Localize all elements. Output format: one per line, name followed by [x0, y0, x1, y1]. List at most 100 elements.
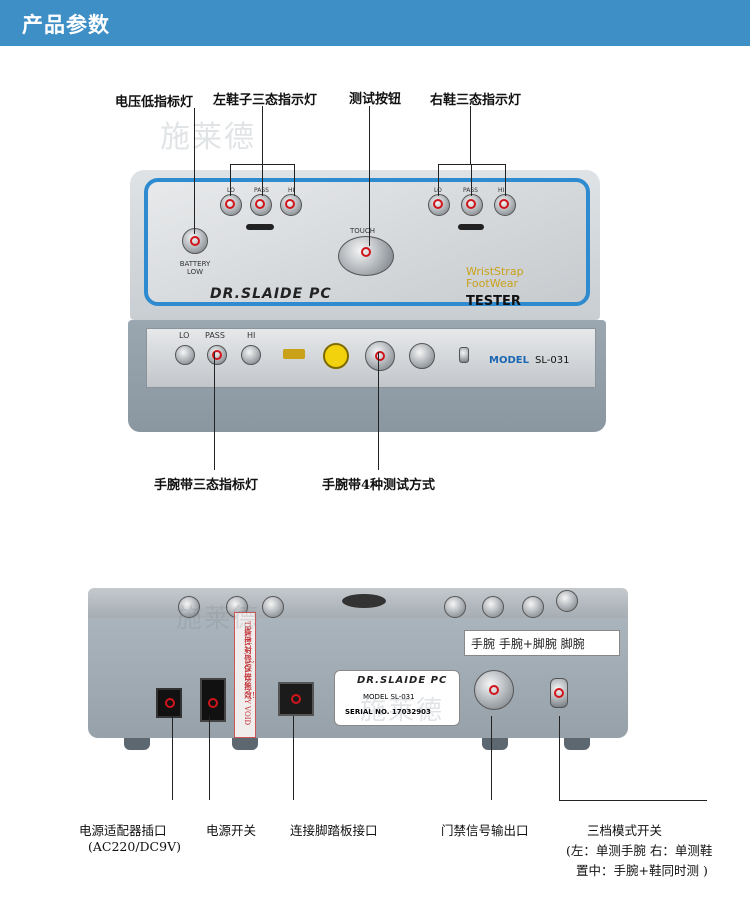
leader-line: [262, 106, 263, 164]
warranty-cn: 撕掉封條,保修無效!: [244, 628, 256, 700]
snap-connector[interactable]: [409, 343, 435, 369]
leader-line: [559, 716, 560, 801]
marker-ring: [433, 199, 443, 209]
watermark: 施莱德: [160, 120, 256, 155]
device-foot: [232, 738, 258, 750]
leader-line: [172, 716, 173, 800]
marker-ring: [361, 247, 371, 257]
warranty-seal: TEAR OFF WARRANTY VOID: [234, 612, 256, 738]
leader-line: [438, 164, 439, 196]
right-lo-text: LO: [434, 187, 442, 194]
wrist-modes-label: 手腕带4种测试方式: [322, 478, 436, 493]
touch-text: TOUCH: [350, 227, 376, 235]
brand-logo: DR.SLAIDE PC: [210, 286, 332, 302]
serial-plate: DR.SLAIDE PC MODEL SL-031 SERIAL NO. 170…: [334, 670, 460, 726]
marker-ring: [208, 698, 218, 708]
marker-ring: [466, 199, 476, 209]
front-lo-text: LO: [179, 331, 190, 340]
leader-line: [471, 164, 472, 196]
wrist-light-label: 手腕带三态指标灯: [154, 478, 259, 493]
watermark: 施莱德: [360, 696, 445, 726]
rear-panel: 手腕 手腕+脚腕 脚腕 TEAR OFF WARRANTY VOID 撕掉封條,…: [88, 612, 628, 738]
marker-ring: [190, 236, 200, 246]
rear-knob: [556, 590, 578, 612]
test-button-label: 测试按钮: [349, 92, 402, 107]
marker-ring: [255, 199, 265, 209]
marker-ring: [499, 199, 509, 209]
marker-ring: [489, 685, 499, 695]
section-title: 产品参数: [22, 13, 110, 37]
rear-knob: [262, 596, 284, 618]
wrist-connector[interactable]: [365, 341, 395, 371]
rear-knob: [482, 596, 504, 618]
leader-line: [491, 716, 492, 800]
mode-note-1: (左：单测手腕 右：单测鞋: [566, 843, 713, 858]
power-switch-label: 电源开关: [206, 823, 257, 838]
leader-line: [378, 352, 379, 470]
front-hi-text: HI: [247, 331, 256, 340]
tester-rear-view: 手腕 手腕+脚腕 脚腕 TEAR OFF WARRANTY VOID 撕掉封條,…: [88, 588, 628, 752]
banana-jack[interactable]: [323, 343, 349, 369]
rear-top: [88, 588, 628, 618]
right-shoe-light-label: 右鞋三态指示灯: [430, 93, 522, 108]
leader-line: [230, 164, 231, 196]
rear-knob: [444, 596, 466, 618]
wrist-strap-icon: [283, 349, 305, 359]
device-foot: [124, 738, 150, 750]
shoe-icon: [458, 224, 484, 230]
leader-line: [262, 164, 263, 196]
touch-button-rear: [342, 594, 386, 608]
shoe-icon: [246, 224, 274, 230]
section-header: 产品参数: [0, 0, 750, 46]
rear-serial: SERIAL NO. 17032903: [345, 708, 431, 716]
leader-line: [294, 164, 295, 196]
front-body: LO PASS HI MODEL SL-031: [128, 320, 606, 432]
wrist-hi-light: [241, 345, 261, 365]
mode-sticker: 手腕 手腕+脚腕 脚腕: [464, 630, 620, 656]
leader-line: [470, 106, 471, 164]
device-foot: [482, 738, 508, 750]
right-pass-text: PASS: [463, 187, 478, 194]
leader-line: [369, 106, 370, 246]
watermark: 施莱德: [176, 604, 261, 634]
leader-line: [293, 716, 294, 800]
left-pass-text: PASS: [254, 187, 269, 194]
leader-line: [194, 108, 195, 234]
marker-ring: [291, 694, 301, 704]
left-shoe-light-label: 左鞋子三态指示灯: [213, 93, 318, 108]
mode-note-2: 置中：手腕+鞋同时测 ): [576, 863, 708, 878]
product-line-2: FootWear: [466, 277, 518, 290]
front-plate: LO PASS HI MODEL SL-031: [146, 328, 596, 388]
product-line-1: WristStrap: [466, 265, 524, 278]
rj-port[interactable]: [278, 682, 314, 716]
marker-ring: [554, 688, 564, 698]
tester-front-view: BATTERY LOW LO PASS HI TOUCH LO PASS HI …: [128, 170, 606, 432]
marker-ring: [285, 199, 295, 209]
battery-low-text: BATTERY LOW: [179, 260, 211, 276]
blue-frame: [144, 178, 590, 306]
right-hi-text: HI: [498, 187, 505, 194]
battery-low-light-label: 电压低指标灯: [115, 95, 194, 110]
model-value: SL-031: [535, 355, 570, 366]
mode-switch-label: 三档模式开关: [587, 823, 663, 838]
rear-model: MODEL SL-031: [363, 693, 415, 701]
rear-brand: DR.SLAIDE PC: [357, 675, 448, 686]
marker-ring: [375, 351, 385, 361]
toggle-post: [459, 347, 469, 363]
wrist-lo-light: [175, 345, 195, 365]
marker-ring: [225, 199, 235, 209]
model-label: MODEL: [489, 355, 529, 366]
leader-line: [438, 164, 506, 165]
rear-knob: [522, 596, 544, 618]
tester-text: TESTER: [466, 294, 521, 309]
leader-line: [214, 352, 215, 470]
marker-ring: [165, 698, 175, 708]
adapter-spec-label: (AC220/DC9V): [88, 839, 181, 854]
leader-line: [559, 800, 707, 801]
marker-ring: [212, 350, 222, 360]
front-pass-text: PASS: [205, 331, 225, 340]
leader-line: [209, 716, 210, 800]
leader-line: [505, 164, 506, 196]
device-foot: [564, 738, 590, 750]
adapter-port-label: 电源适配器插口: [79, 823, 167, 838]
